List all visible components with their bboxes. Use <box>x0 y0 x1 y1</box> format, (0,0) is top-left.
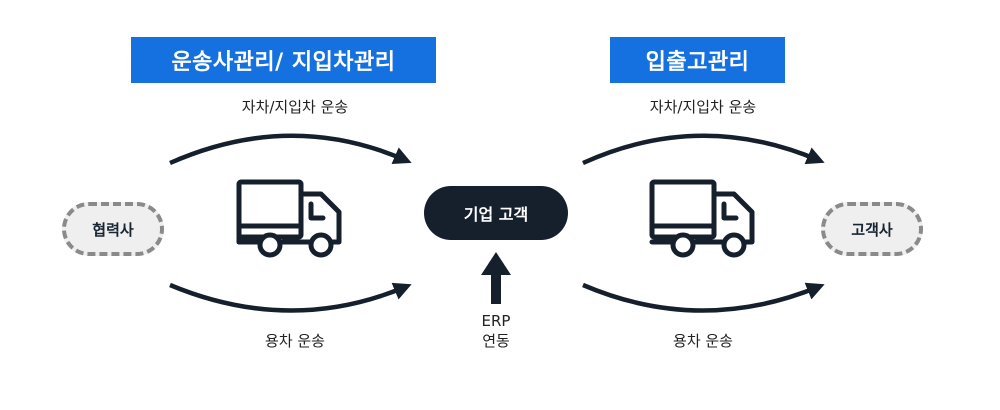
node-partner-label: 협력사 <box>92 220 134 239</box>
label-left-top-flow: 자차/지입차 운송 <box>241 98 349 116</box>
node-customer: 고객사 <box>821 202 923 256</box>
arrow-up-icon <box>481 252 511 304</box>
erp-label-line1: ERP <box>481 312 511 330</box>
label-left-bottom-flow: 용차 운송 <box>265 332 325 350</box>
arrow-left-top <box>169 133 412 166</box>
banner-warehouse-management: 입출고관리 <box>610 37 785 83</box>
node-enterprise-label: 기업 고객 <box>463 205 529 224</box>
label-right-top-flow: 자차/지입차 운송 <box>649 98 757 116</box>
node-enterprise-customer: 기업 고객 <box>424 186 568 240</box>
banner-carrier-management: 운송사관리/ 지입차관리 <box>131 37 436 83</box>
node-partner: 협력사 <box>62 202 164 256</box>
arrow-left-bottom <box>169 282 412 313</box>
label-right-bottom-flow: 용차 운송 <box>673 332 733 350</box>
arrow-right-bottom <box>582 282 825 313</box>
truck-icon <box>236 179 342 258</box>
arrow-right-top <box>582 133 825 166</box>
erp-integration-label: ERP 연동 <box>470 311 522 351</box>
erp-label-line2: 연동 <box>482 332 510 350</box>
node-customer-label: 고객사 <box>851 220 893 239</box>
truck-icon <box>649 179 755 258</box>
